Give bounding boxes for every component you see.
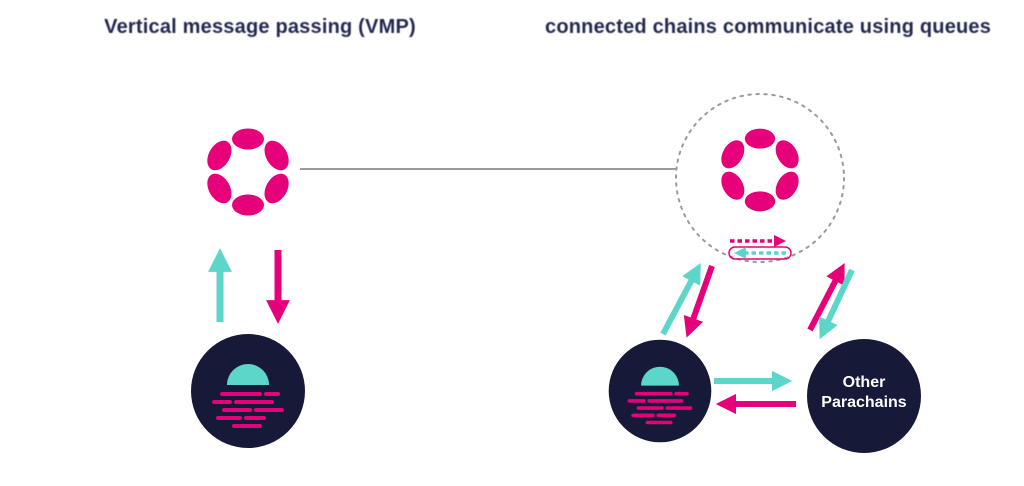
moonbeam-to-relay-arrow: [660, 262, 701, 336]
other-parachains-label: Other Parachains: [821, 374, 907, 411]
dashed-relay-boundary: [675, 93, 845, 263]
moonbeam-logo-icon: [606, 337, 714, 445]
relay-to-other-arrow: [819, 268, 855, 340]
other-to-relay-arrow: [807, 262, 845, 332]
message-queue-icon: [728, 235, 792, 260]
relay-to-moonbeam-arrow: [683, 264, 715, 338]
polkadot-logo-icon: [716, 128, 804, 212]
left-panel-title: Vertical message passing (VMP): [104, 16, 416, 38]
right-panel-title: connected chains communicate using queue…: [545, 16, 992, 38]
moonbeam-logo-icon: [189, 332, 307, 450]
other-parachains-circle: [807, 339, 921, 453]
polkadot-logo-icon: [202, 128, 294, 216]
